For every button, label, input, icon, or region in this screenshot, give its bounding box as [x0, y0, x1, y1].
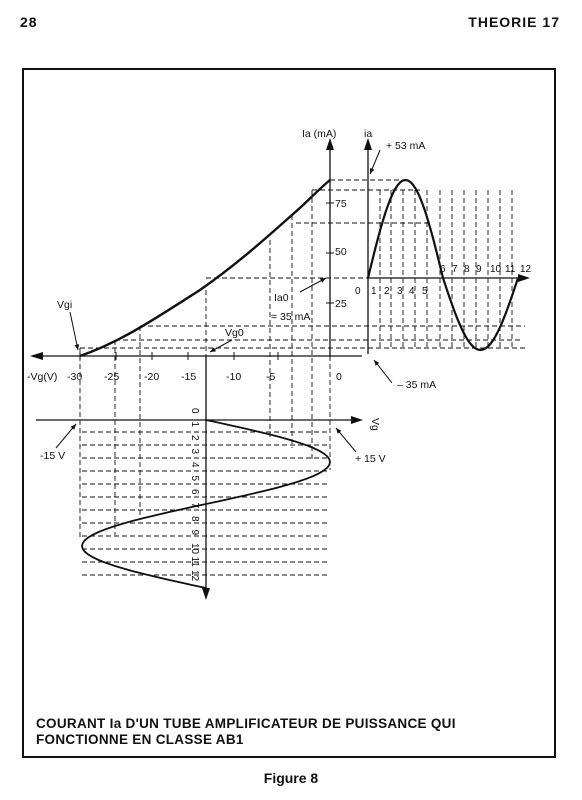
time-axis-output-arrow	[518, 274, 530, 282]
input-time-tick-label: 2	[189, 435, 200, 441]
ia0-pointer-head	[320, 278, 326, 283]
output-time-tick-label: 12	[520, 264, 532, 275]
input-time-tick-label: 8	[189, 516, 200, 522]
y-tick-label: 50	[335, 246, 347, 258]
ia-output-axis-label: ia	[364, 128, 372, 140]
output-time-tick-label: 7	[452, 264, 458, 275]
input-time-tick-label: 3	[189, 449, 200, 455]
x-tick-label: -20	[144, 371, 159, 383]
transfer-curve	[79, 179, 331, 358]
input-time-tick-label: 7	[189, 503, 200, 509]
output-time-tick-label: 8	[464, 264, 470, 275]
input-time-tick-label: 5	[189, 476, 200, 482]
curves	[79, 178, 520, 589]
figure-caption: COURANT Ia D'UN TUBE AMPLIFICATEUR DE PU…	[36, 716, 546, 748]
x-tick-label: -5	[266, 371, 275, 383]
vg-wave-axis-label: Vg	[369, 418, 381, 431]
input-time-tick-label: 12	[189, 570, 200, 582]
vg-negative-pointer-head	[70, 424, 76, 430]
caption-line-2: FONCTIONNE EN CLASSE AB1	[36, 732, 244, 747]
page-number: 28	[20, 14, 38, 30]
input-time-tick-label: 6	[189, 489, 200, 495]
vg-negative-label: -15 V	[40, 450, 65, 462]
time-axis-input-arrow	[202, 588, 210, 600]
vg-axis-arrow	[30, 352, 43, 360]
ia-axis-label: Ia (mA)	[302, 128, 336, 140]
x-tick-label: 0	[336, 371, 342, 383]
peak-negative-pointer-head	[374, 360, 380, 366]
output-time-tick-label: 9	[476, 264, 482, 275]
vg-positive-label: + 15 V	[355, 453, 386, 465]
x-tick-label: -25	[104, 371, 119, 383]
output-time-tick-label: 1	[371, 286, 377, 297]
x-tick-label: -15	[181, 371, 196, 383]
peak-positive-label: + 53 mA	[386, 140, 425, 152]
chapter-title: THEORIE 17	[468, 14, 560, 30]
vg0-pointer-head	[210, 347, 216, 352]
output-time-tick-label: 4	[409, 286, 415, 297]
y-tick-label: 75	[335, 198, 347, 210]
peak-positive-pointer-head	[369, 168, 375, 174]
input-time-tick-label: 9	[189, 530, 200, 536]
output-current-wave	[366, 178, 520, 352]
axes	[30, 138, 530, 600]
ia-axis-arrow	[326, 138, 334, 150]
input-time-tick-label: 11	[189, 557, 200, 568]
input-time-tick-label: 10	[189, 543, 200, 555]
vg-axis-label: -Vg(V)	[27, 371, 57, 383]
output-time-tick-label: 11	[505, 264, 516, 275]
figure-label: Figure 8	[263, 770, 319, 786]
vgi-pointer-head	[74, 344, 80, 350]
vgi-label: Vgi	[57, 299, 72, 311]
ia0-value-label: = 35 mA	[271, 311, 310, 323]
vgi-pointer	[69, 311, 79, 351]
peak-negative-label: – 35 mA	[397, 379, 436, 391]
x-tick-label: -30	[67, 371, 82, 383]
output-time-tick-label: 5	[422, 286, 428, 297]
input-time-tick-label: 4	[189, 462, 200, 468]
x-tick-label: -10	[226, 371, 241, 383]
input-voltage-wave	[81, 419, 331, 589]
vg-positive-pointer-head	[336, 428, 342, 434]
output-time-tick-label: 10	[490, 264, 502, 275]
vg-wave-baseline-arrow	[351, 416, 363, 424]
vg0-label: Vg0	[225, 327, 244, 339]
input-time-tick-label: 1	[189, 422, 200, 428]
y-tick-label: 25	[335, 298, 347, 310]
figure-frame	[22, 68, 556, 758]
ia-output-axis-arrow	[364, 138, 372, 150]
output-time-tick-label: 6	[440, 264, 446, 275]
caption-line-1: COURANT Ia D'UN TUBE AMPLIFICATEUR DE PU…	[36, 716, 456, 731]
input-time-tick-label: 0	[189, 408, 200, 414]
output-time-tick-label: 3	[397, 286, 403, 297]
output-time-tick-label: 2	[384, 286, 390, 297]
ia0-label: Ia0	[274, 292, 289, 304]
time-zero-label: 0	[355, 286, 361, 297]
